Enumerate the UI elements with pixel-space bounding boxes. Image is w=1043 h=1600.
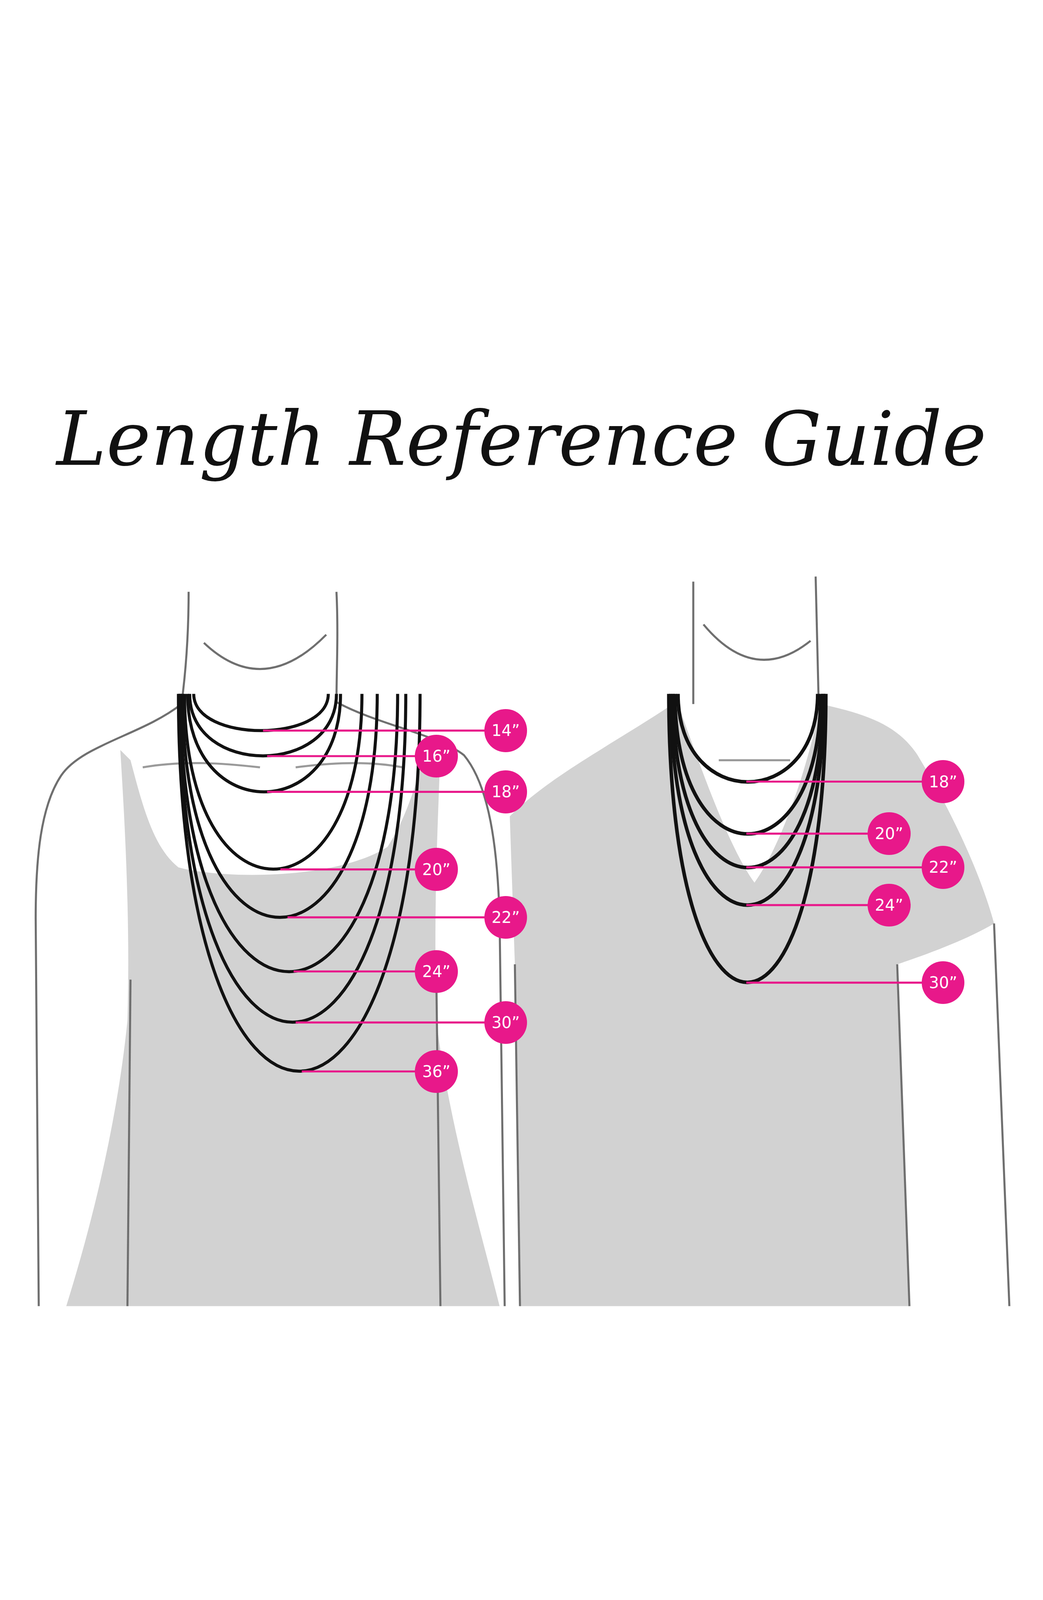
length-badge: 20”	[867, 811, 911, 855]
arm-line	[994, 922, 1010, 1306]
length-value: 22”	[491, 907, 520, 927]
leader-line	[295, 1020, 488, 1023]
man-figure	[509, 576, 1010, 1306]
length-value: 36”	[422, 1061, 451, 1081]
length-value: 16”	[422, 746, 451, 765]
necklace	[668, 693, 826, 983]
length-value: 22”	[928, 857, 958, 876]
woman-figure	[35, 591, 505, 1306]
chin-line	[703, 624, 811, 660]
length-badge: 20”	[414, 847, 458, 891]
necklaces-woman	[178, 693, 421, 1072]
length-badge: 36”	[414, 1049, 458, 1093]
length-badge: 16”	[414, 734, 458, 778]
title: Length Reference Guide	[0, 395, 1043, 483]
chin-line	[203, 634, 327, 669]
length-value: 24”	[422, 962, 451, 981]
t-shirt	[509, 703, 995, 1306]
length-value: 20”	[422, 860, 451, 879]
leader-line	[263, 729, 490, 732]
necklace	[182, 693, 378, 917]
leader-line	[293, 969, 418, 972]
necklace	[189, 693, 337, 756]
length-badge: 18”	[921, 759, 965, 803]
length-value: 30”	[928, 973, 958, 992]
necklace	[187, 693, 341, 792]
shoulder-arm	[35, 703, 182, 1306]
length-badge: 30”	[921, 960, 965, 1004]
neck-line	[181, 591, 189, 704]
neck-line	[815, 576, 819, 705]
necklace	[670, 693, 824, 905]
necklace	[184, 693, 362, 869]
collar	[718, 758, 791, 761]
length-badge: 22”	[921, 845, 965, 889]
leader-line	[746, 981, 924, 984]
leader-line	[746, 832, 869, 835]
inner-arm	[436, 978, 441, 1306]
leader-lines	[263, 730, 924, 1071]
length-badge: 24”	[414, 949, 458, 993]
length-badge: 22”	[484, 895, 528, 939]
inner-arm	[127, 978, 131, 1306]
necklace	[180, 693, 398, 972]
length-badge: 18”	[484, 770, 528, 813]
length-badge: 24”	[867, 883, 911, 927]
leader-line	[267, 754, 418, 757]
necklace	[193, 693, 329, 731]
leader-line	[746, 866, 924, 868]
necklaces-man	[668, 693, 826, 983]
leader-line	[280, 867, 418, 870]
length-value: 30”	[491, 1012, 520, 1032]
length-value: 20”	[875, 824, 904, 843]
neck-line	[336, 591, 338, 702]
leader-line	[267, 790, 488, 793]
leader-line	[287, 915, 488, 918]
length-badge: 14”	[484, 708, 528, 752]
tank-top	[66, 744, 500, 1306]
length-value: 18”	[491, 782, 520, 801]
leader-line	[301, 1069, 418, 1072]
length-value: 18”	[928, 772, 958, 791]
arm-line	[897, 963, 910, 1306]
necklace	[674, 693, 821, 834]
necklace	[178, 693, 421, 1072]
length-value: 24”	[875, 895, 904, 914]
neck-line	[692, 581, 695, 705]
leader-line	[746, 780, 924, 783]
length-badge: 30”	[484, 1000, 528, 1044]
necklace	[677, 693, 818, 782]
length-value: 14”	[491, 721, 520, 740]
leader-line	[746, 903, 869, 906]
